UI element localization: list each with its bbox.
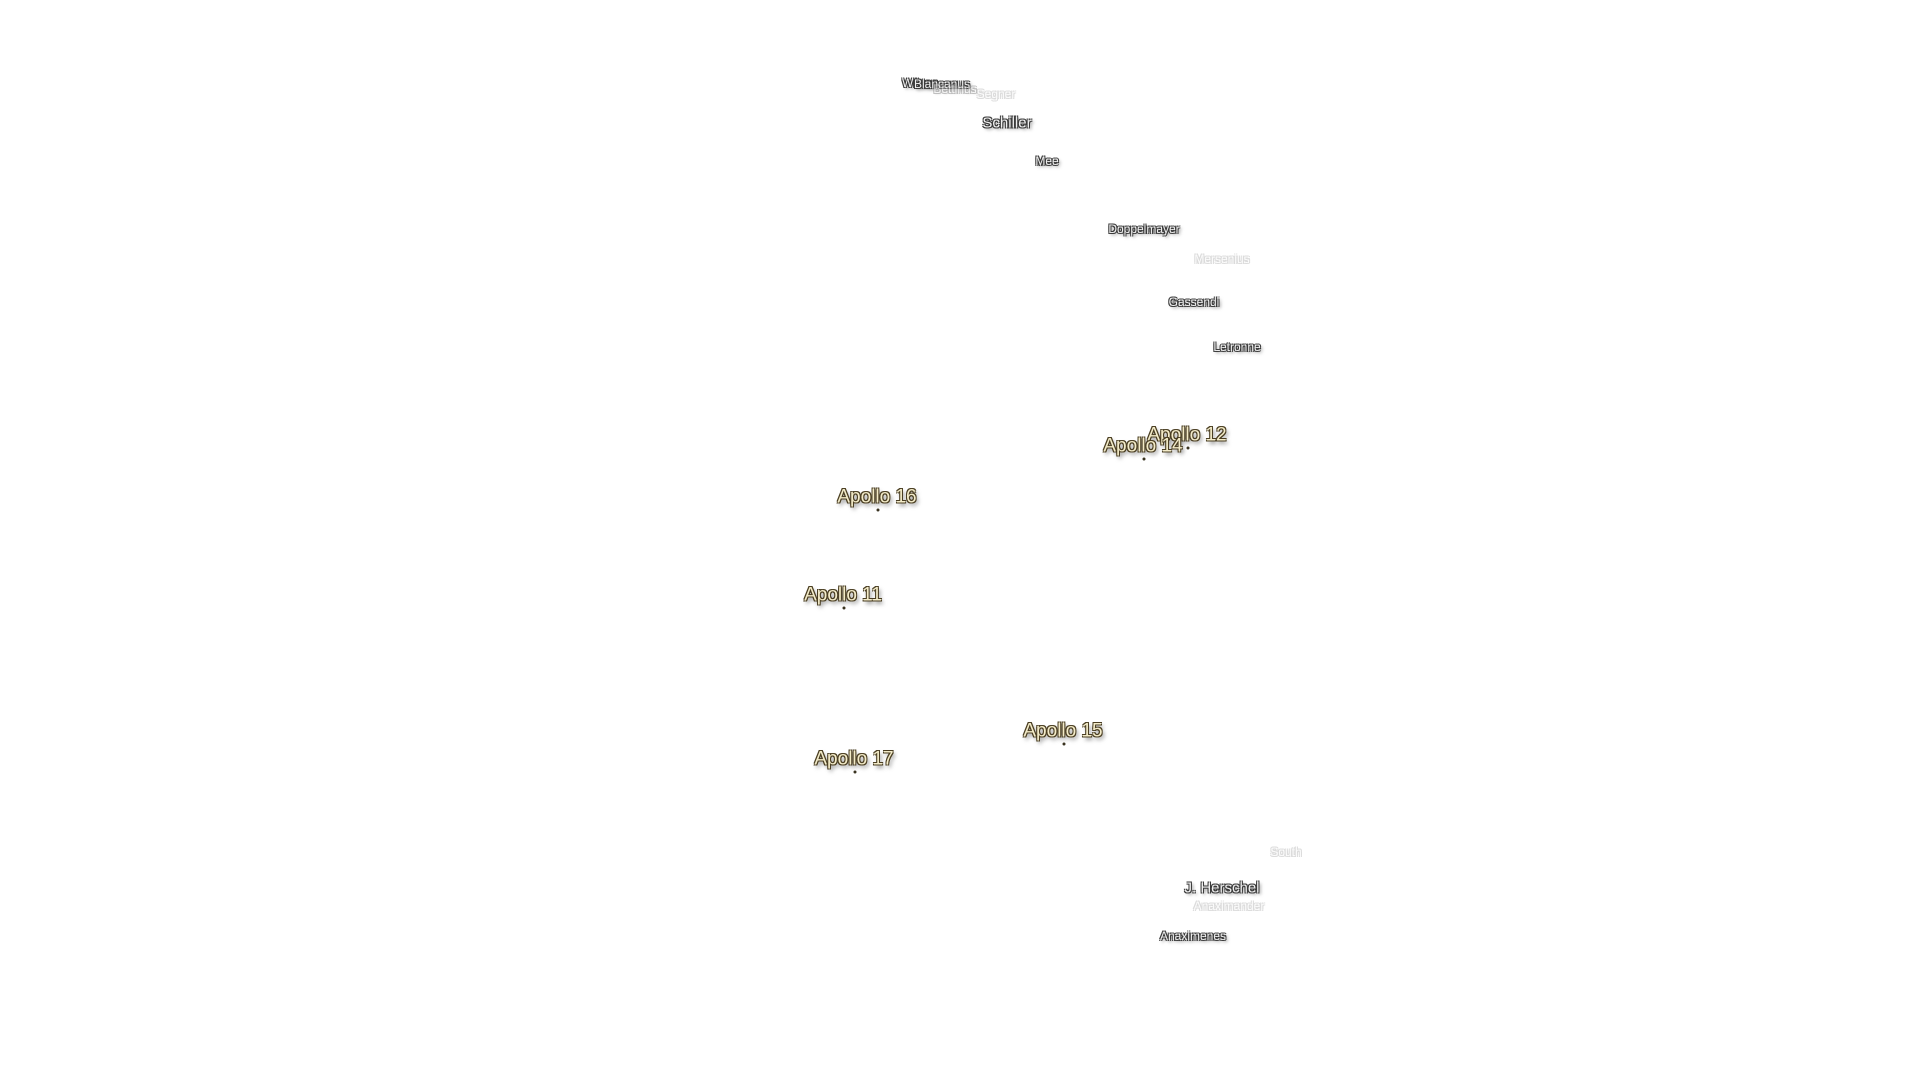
crater-label-south[interactable]: South	[1270, 845, 1302, 859]
crater-label-blancanus[interactable]: Blancanus	[913, 77, 971, 91]
landing-site-label-apollo-11[interactable]: Apollo 11	[804, 584, 882, 606]
landing-site-marker-apollo-17[interactable]	[853, 770, 857, 774]
crater-label-anaximenes[interactable]: Anaximenes	[1159, 929, 1227, 943]
crater-label-letronne[interactable]: Letronne	[1213, 340, 1261, 354]
crater-label-anaximander[interactable]: Anaximander	[1193, 899, 1265, 913]
crater-label-mee[interactable]: Mee	[1035, 154, 1059, 168]
landing-site-marker-apollo-14[interactable]	[1142, 457, 1146, 461]
crater-label-gassendi[interactable]: Gassendi	[1168, 295, 1220, 309]
crater-label-mersenius[interactable]: Mersenius	[1194, 252, 1250, 266]
crater-label-doppelmayer[interactable]: Doppelmayer	[1108, 222, 1180, 236]
landing-site-marker-apollo-16[interactable]	[876, 508, 880, 512]
crater-label-wilson[interactable]: Wilson	[901, 76, 939, 90]
crater-label-j-herschel[interactable]: J. Herschel	[1184, 879, 1260, 897]
landing-site-label-apollo-12[interactable]: Apollo 12	[1147, 424, 1227, 446]
crater-label-schiller[interactable]: Schiller	[982, 114, 1032, 132]
landing-site-label-apollo-14[interactable]: Apollo 14	[1103, 435, 1183, 457]
landing-site-label-apollo-15[interactable]: Apollo 15	[1023, 720, 1103, 742]
landing-site-marker-apollo-12[interactable]	[1186, 446, 1190, 450]
crater-label-bettinus[interactable]: Bettinus	[933, 82, 977, 96]
landing-site-label-apollo-17[interactable]: Apollo 17	[814, 748, 894, 770]
landing-site-marker-apollo-11[interactable]	[842, 606, 846, 610]
landing-site-marker-apollo-15[interactable]	[1062, 742, 1066, 746]
crater-label-segner[interactable]: Segner	[976, 87, 1016, 101]
landing-site-label-apollo-16[interactable]: Apollo 16	[837, 486, 917, 508]
